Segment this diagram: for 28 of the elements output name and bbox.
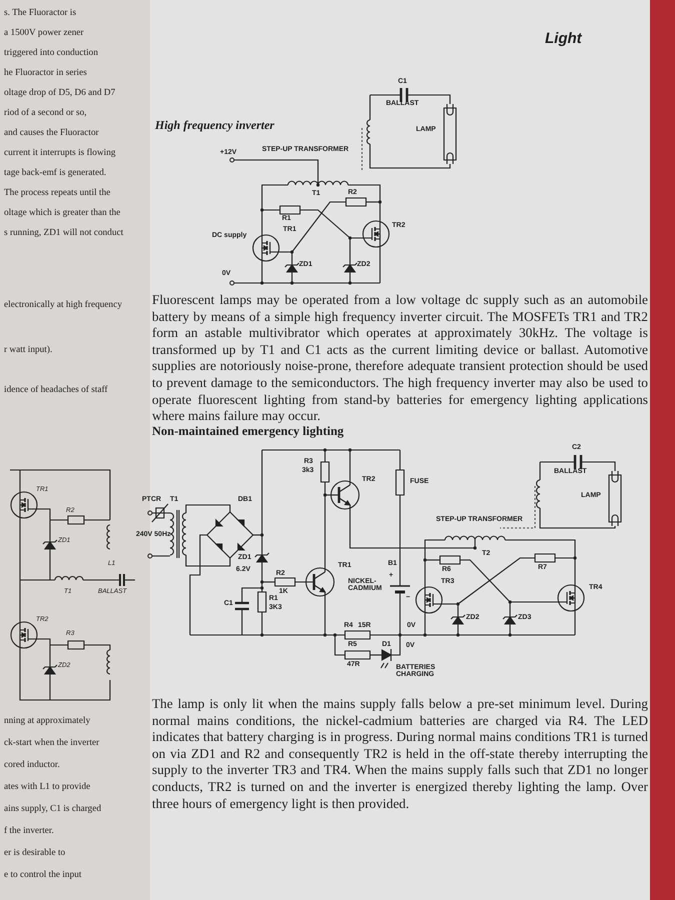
text-fragment: riod of a second or so, [4, 108, 87, 118]
section-heading: High frequency inverter [155, 118, 274, 133]
text-fragment: r watt input). [4, 345, 52, 355]
text-fragment: he Fluoractor in series [4, 68, 87, 78]
body-paragraph: The lamp is only lit when the mains supply falls below a pre-set minimum level. During normal mains conditions, the nickel-cadmium batteries are charged via R4. The LED indicates that battery charging is in progress. During normal mains conditions TR1 is turned on via ZD1 and R2 and consequently TR2 is held in the off-state thereby interrupting the supply to the inverter TR3 and TR4. When the mains supply falls such that ZD1 no longer conducts, TR2 is turned on and the inverter is energized thereby lighting the lamp. Over three hours of emergency light is then provided. [152, 696, 648, 812]
page-header: Light [545, 30, 582, 47]
section-heading: Non-maintained emergency lighting [152, 424, 344, 439]
text-fragment: s running, ZD1 will not conduct [4, 228, 124, 238]
text-fragment: er is desirable to [4, 848, 66, 858]
body-paragraph: Fluorescent lamps may be operated from a low voltage dc supply such as an automobile battery by means of a simple high frequency inverter circuit. The MOSFETs TR1 and TR2 form an astable multivibrator which operates at approximately 30kHz. The voltage is transformed up by T1 and C1 acts as the current limiting device or ballast. Automotive supplies are notoriously noise-prone, therefore adequate transient protection should be used to prevent damage to the semiconductors. The high frequency inverter may also be used to operate fluorescent lighting from stand-by batteries for emergency lighting applications where mains failure may occur. [152, 292, 648, 425]
text-fragment: oltage which is greater than the [4, 208, 120, 218]
text-fragment: tage back-emf is generated. [4, 168, 106, 178]
text-fragment: idence of headaches of staff [4, 385, 108, 395]
text-fragment: f the inverter. [4, 826, 54, 836]
text-fragment: ates with L1 to provide [4, 782, 90, 792]
text-fragment: e to control the input [4, 870, 82, 880]
text-fragment: s. The Fluoractor is [4, 8, 76, 18]
text-fragment: cored inductor. [4, 760, 60, 770]
text-fragment: current it interrupts is flowing [4, 148, 116, 158]
text-fragment: The process repeats until the [4, 188, 110, 198]
text-fragment: ains supply, C1 is charged [4, 804, 102, 814]
text-fragment: oltage drop of D5, D6 and D7 [4, 88, 116, 98]
text-fragment: nning at approximately [4, 716, 90, 726]
text-fragment: electronically at high frequency [4, 300, 122, 310]
text-fragment: a 1500V power zener [4, 28, 84, 38]
text-fragment: triggered into conduction [4, 48, 98, 58]
text-fragment: and causes the Fluoractor [4, 128, 99, 138]
text-fragment: ck-start when the inverter [4, 738, 100, 748]
